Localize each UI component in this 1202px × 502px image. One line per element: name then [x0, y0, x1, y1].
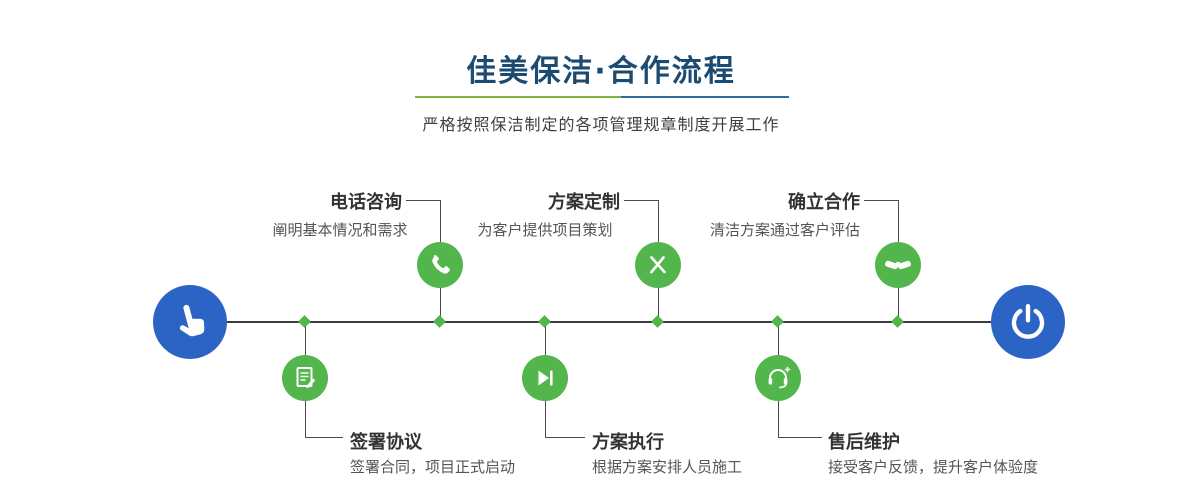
headset-icon	[765, 365, 791, 391]
step-icon-circle	[635, 242, 681, 288]
timeline-start-circle	[153, 285, 227, 359]
pen-tools-icon	[646, 253, 670, 277]
step-description: 清洁方案通过客户评估	[709, 221, 860, 239]
handshake-icon	[884, 251, 912, 279]
connector-line	[305, 437, 343, 438]
step-title: 方案定制	[548, 192, 620, 213]
power-icon	[1008, 302, 1048, 342]
step-description: 根据方案安排人员施工	[592, 458, 743, 476]
contract-icon	[294, 366, 317, 390]
step-icon-circle	[417, 242, 463, 288]
step-icon-circle	[522, 355, 568, 401]
phone-icon	[427, 252, 453, 278]
step-title: 方案执行	[592, 432, 664, 453]
step-description: 为客户提供项目策划	[477, 221, 613, 239]
step-icon-circle	[755, 355, 801, 401]
connector-line	[624, 200, 658, 201]
timeline-node-diamond	[433, 315, 446, 328]
play-icon	[534, 367, 556, 389]
timeline-line	[190, 321, 1028, 323]
timeline-node-diamond	[891, 315, 904, 328]
divider-blue-segment	[620, 96, 789, 98]
page-title: 佳美保洁·合作流程	[466, 54, 736, 89]
timeline-node-diamond	[771, 315, 784, 328]
connector-line	[864, 200, 898, 201]
step-description: 接受客户反馈，提升客户体验度	[828, 458, 1039, 476]
connector-line	[406, 200, 440, 201]
step-description: 阐明基本情况和需求	[272, 221, 408, 239]
timeline-node-diamond	[651, 315, 664, 328]
connector-line	[778, 437, 822, 438]
title-divider	[415, 96, 789, 98]
timeline-end-circle	[991, 285, 1065, 359]
timeline-node-diamond	[298, 315, 311, 328]
step-title: 售后维护	[828, 432, 900, 453]
divider-green-segment	[415, 96, 621, 98]
timeline-node-diamond	[538, 315, 551, 328]
pointer-hand-icon	[167, 299, 214, 346]
step-title: 电话咨询	[330, 192, 402, 213]
connector-line	[545, 437, 585, 438]
step-icon-circle	[282, 355, 328, 401]
step-description: 签署合同，项目正式启动	[350, 458, 516, 476]
step-icon-circle	[875, 242, 921, 288]
step-title: 签署协议	[350, 432, 422, 453]
step-title: 确立合作	[788, 192, 860, 213]
page-subtitle: 严格按照保洁制定的各项管理规章制度开展工作	[422, 115, 780, 134]
